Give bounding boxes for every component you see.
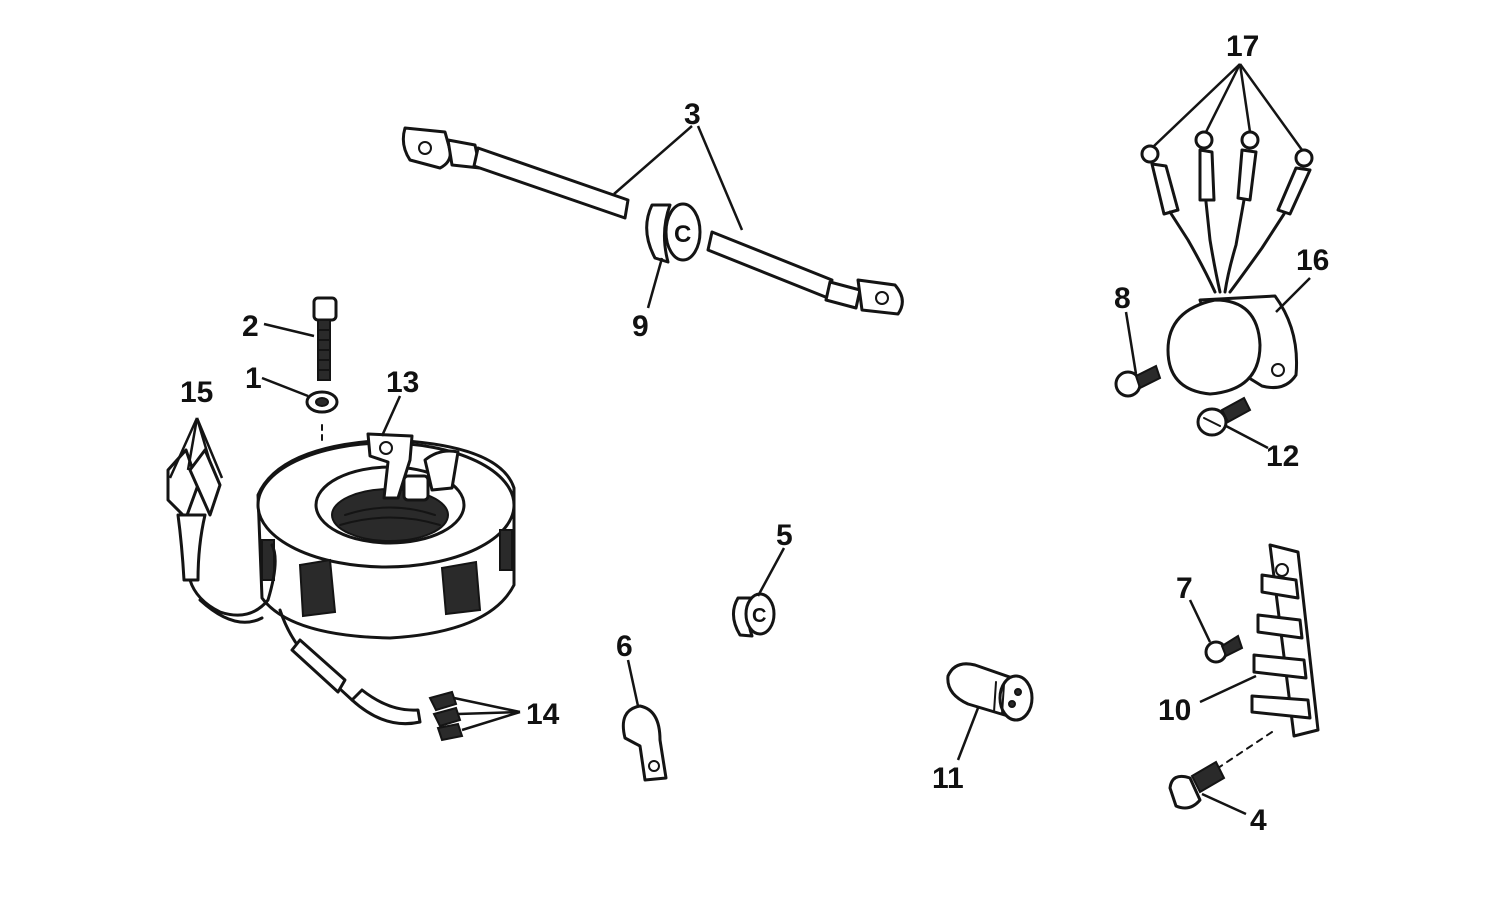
screw-12 xyxy=(1196,396,1269,450)
grommet-9: C xyxy=(645,202,702,309)
callout-8: 8 xyxy=(1114,282,1131,315)
washer-1 xyxy=(261,376,339,446)
bolt-2 xyxy=(263,296,338,381)
callout-11: 11 xyxy=(932,762,964,795)
grommet-9-mark: C xyxy=(674,221,691,248)
stator-leads-15 xyxy=(166,417,277,624)
callout-4: 4 xyxy=(1250,804,1267,837)
callout-5: 5 xyxy=(776,519,793,552)
callout-10: 10 xyxy=(1158,694,1191,727)
callout-2: 2 xyxy=(242,310,259,343)
stator-leads-14 xyxy=(278,608,521,742)
terminal-block-10 xyxy=(1199,543,1320,773)
callout-labels: 1 2 3 4 5 6 7 8 9 10 11 12 13 14 15 16 1… xyxy=(180,30,1329,837)
battery-cable-left xyxy=(401,126,630,220)
grommet-5-mark: C xyxy=(752,605,766,627)
callout-14: 14 xyxy=(526,698,560,731)
bolt-4 xyxy=(1168,760,1247,816)
rectifier-16 xyxy=(1166,277,1311,396)
battery-cable-right xyxy=(706,230,904,316)
callout-6: 6 xyxy=(616,630,633,663)
screw-7 xyxy=(1188,599,1244,664)
clamp-6 xyxy=(621,659,668,782)
grommet-5: C xyxy=(732,547,786,638)
connector-11 xyxy=(946,662,1034,761)
terminal-leads-17 xyxy=(1140,63,1314,294)
screw-8 xyxy=(1114,311,1162,398)
callout-12: 12 xyxy=(1266,440,1299,473)
callout-17: 17 xyxy=(1226,30,1259,63)
callout-7: 7 xyxy=(1176,572,1193,605)
leader-lines-3 xyxy=(613,125,744,231)
callout-13: 13 xyxy=(386,366,419,399)
callout-9: 9 xyxy=(632,310,649,343)
stator-13 xyxy=(256,395,516,640)
callout-1: 1 xyxy=(245,362,262,395)
callout-3: 3 xyxy=(684,98,701,131)
callout-16: 16 xyxy=(1296,244,1329,277)
callout-15: 15 xyxy=(180,376,213,409)
